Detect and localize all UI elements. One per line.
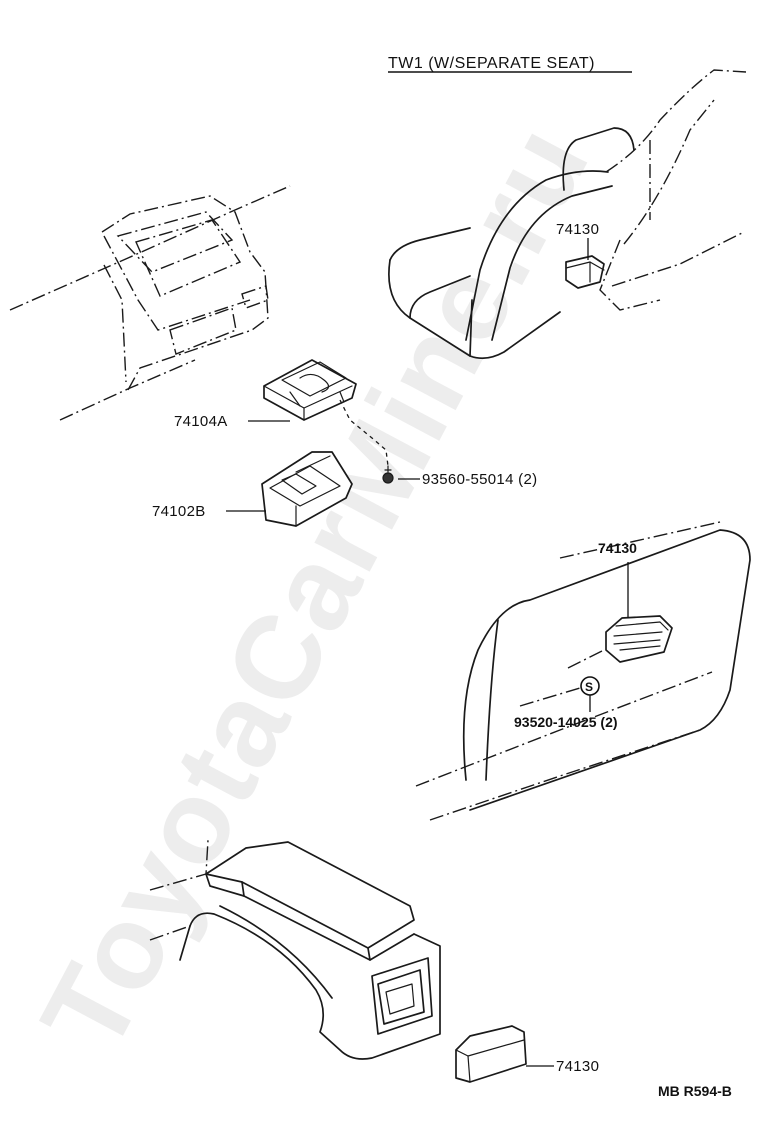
screw-93520: S bbox=[580, 676, 600, 696]
screw-symbol-letter: S bbox=[585, 680, 593, 694]
watermark: ToyotaCarMine.ru bbox=[16, 104, 614, 1072]
reference-code: MB R594-B bbox=[658, 1083, 732, 1099]
seat-tray-74130 bbox=[565, 255, 605, 289]
callout-74130-seat: 74130 bbox=[556, 221, 599, 238]
console-tray-74130 bbox=[455, 1025, 527, 1083]
callout-74102B: 74102B bbox=[152, 503, 206, 520]
ashtray-74102B bbox=[261, 451, 353, 527]
rear-seatback-outline bbox=[415, 521, 751, 821]
callout-74130-console: 74130 bbox=[556, 1058, 599, 1075]
callout-74104A: 74104A bbox=[174, 413, 228, 430]
screw-93560 bbox=[382, 465, 394, 484]
callout-93560: 93560-55014 (2) bbox=[422, 471, 537, 488]
separate-seat-outline bbox=[388, 69, 747, 360]
callout-93520: 93520-14025 (2) bbox=[514, 714, 618, 730]
callout-74130-rear: 74130 bbox=[598, 540, 637, 556]
console-outline bbox=[149, 839, 441, 1060]
instrument-panel-outline bbox=[9, 185, 291, 421]
rear-tray-74130 bbox=[605, 615, 673, 663]
diagram-title: TW1 (W/SEPARATE SEAT) bbox=[388, 55, 595, 72]
bracket-74104A bbox=[263, 359, 389, 467]
